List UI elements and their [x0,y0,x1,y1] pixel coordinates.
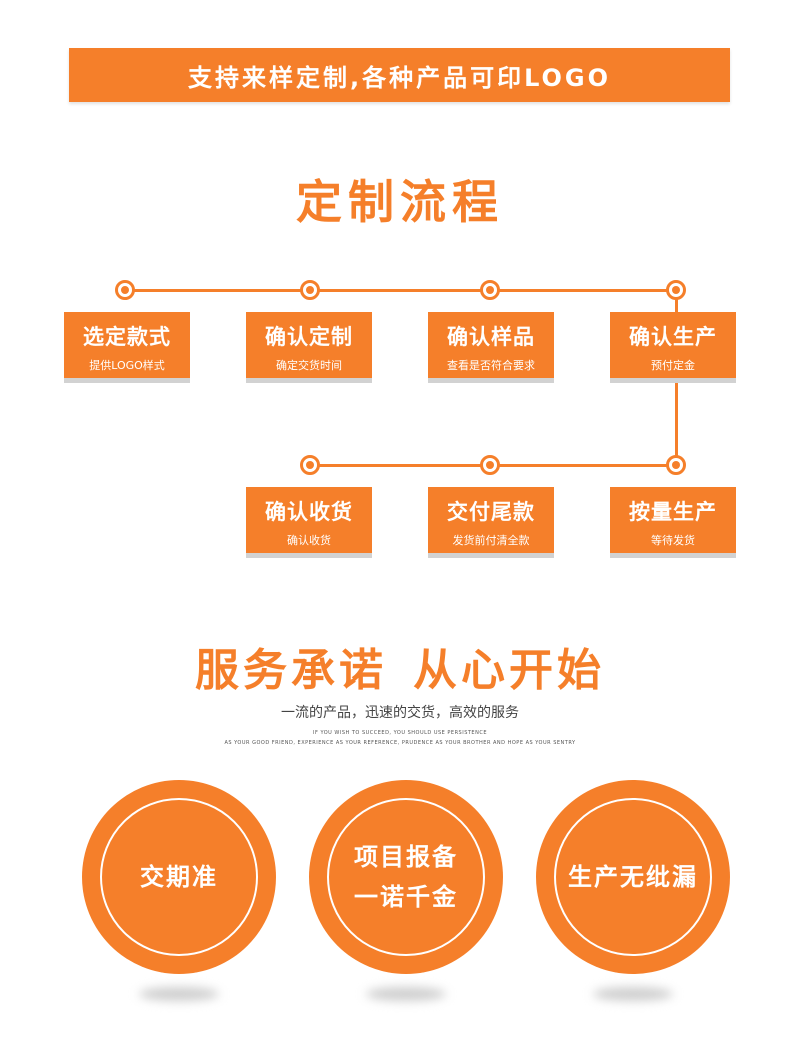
step-subtitle: 提供LOGO样式 [89,359,165,372]
step-title: 确认生产 [629,325,717,349]
process-node-5 [666,455,686,475]
step-title: 确认收货 [265,500,353,524]
circle-shadow-2 [366,987,446,1001]
step-title: 确认样品 [447,325,535,349]
process-node-7 [300,455,320,475]
process-title: 定制流程 [296,175,504,229]
step-subtitle: 等待发货 [651,534,695,547]
step-title: 选定款式 [83,325,171,349]
service-title: 服务承诺从心开始 [0,634,800,698]
top-banner: 支持来样定制,各种产品可印LOGO [69,48,730,102]
step-subtitle: 发货前付清全款 [452,534,530,547]
promise-text-line2: 一诺千金 [354,883,458,911]
process-step-confirm-production: 确认生产 预付定金 [610,312,736,378]
service-subtitle: 一流的产品，迅速的交货，高效的服务 [281,705,519,721]
step-subtitle: 预付定金 [651,359,695,372]
promise-circle-ring: 生产无纰漏 [554,798,712,956]
step-title: 确认定制 [265,325,353,349]
english-tagline-1: IF YOU WISH TO SUCCEED, YOU SHOULD USE P… [313,730,487,736]
circle-shadow-3 [593,987,673,1001]
step-subtitle: 查看是否符合要求 [447,359,535,372]
process-step-confirm-receipt: 确认收货 确认收货 [246,487,372,553]
process-step-final-payment: 交付尾款 发货前付清全款 [428,487,554,553]
promise-circle-ring: 项目报备 一诺千金 [327,798,485,956]
promise-text-line1: 项目报备 [354,843,458,871]
promise-circle-project: 项目报备 一诺千金 [309,780,503,974]
process-step-confirm-sample: 确认样品 查看是否符合要求 [428,312,554,378]
circle-shadow-1 [139,987,219,1001]
step-subtitle: 确定交货时间 [276,359,342,372]
banner-text: 支持来样定制,各种产品可印LOGO [187,63,612,92]
promise-text: 生产无纰漏 [568,863,698,891]
process-node-6 [480,455,500,475]
promise-circle-production: 生产无纰漏 [536,780,730,974]
process-node-4 [666,280,686,300]
step-title: 按量生产 [629,500,717,524]
english-tagline-2: AS YOUR GOOD FRIEND, EXPERIENCE AS YOUR … [224,740,576,746]
process-step-confirm-custom: 确认定制 确定交货时间 [246,312,372,378]
process-line-vertical [675,290,678,466]
process-node-1 [115,280,135,300]
promise-text: 交期准 [140,863,218,891]
process-node-3 [480,280,500,300]
process-step-select-style: 选定款式 提供LOGO样式 [64,312,190,378]
process-node-2 [300,280,320,300]
service-title-part-a: 服务承诺 [195,645,387,696]
step-subtitle: 确认收货 [287,534,331,547]
step-title: 交付尾款 [447,500,535,524]
promise-circle-ring: 交期准 [100,798,258,956]
promise-circle-delivery: 交期准 [82,780,276,974]
process-step-mass-production: 按量生产 等待发货 [610,487,736,553]
process-line-top [125,289,677,292]
service-title-part-b: 从心开始 [413,645,605,696]
